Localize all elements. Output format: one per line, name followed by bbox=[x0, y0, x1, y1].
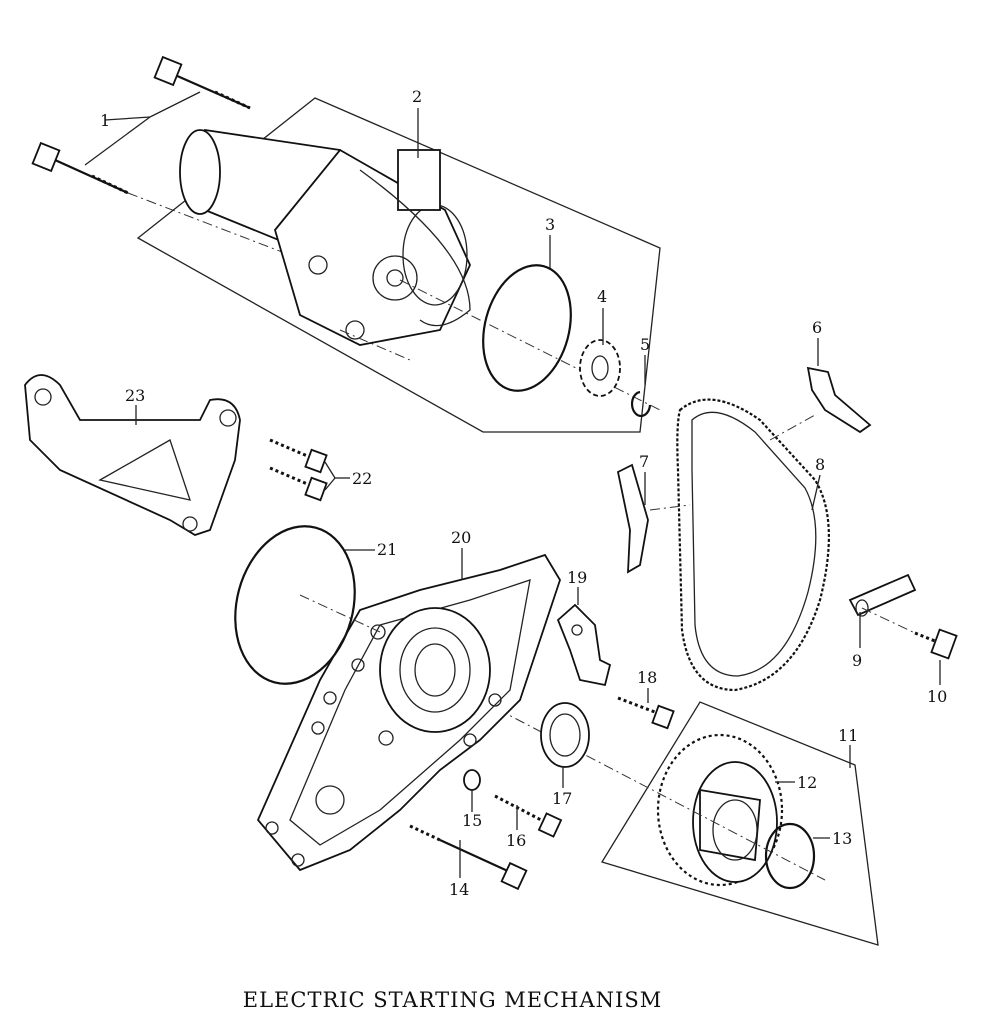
callout-15: 15 bbox=[462, 811, 482, 830]
callout-10: 10 bbox=[927, 687, 947, 706]
part-12-sprocket bbox=[656, 733, 784, 887]
part-14-bolt bbox=[409, 824, 528, 891]
part-3-o-ring bbox=[482, 264, 572, 392]
part-23-bracket bbox=[24, 374, 241, 536]
callout-22: 22 bbox=[352, 469, 372, 488]
callout-3: 3 bbox=[545, 215, 555, 234]
callout-23: 23 bbox=[125, 386, 145, 405]
part-5-circlip bbox=[630, 390, 652, 417]
part-6-chain-guide bbox=[806, 366, 872, 434]
diagram-title: ELECTRIC STARTING MECHANISM bbox=[242, 988, 663, 1012]
callout-5: 5 bbox=[640, 335, 650, 354]
part-9-washer bbox=[848, 573, 917, 617]
callout-18: 18 bbox=[637, 668, 657, 687]
callout-20: 20 bbox=[451, 528, 471, 547]
callout-1: 1 bbox=[100, 111, 110, 130]
callout-6: 6 bbox=[812, 318, 822, 337]
part-1-bolts bbox=[31, 55, 291, 256]
part-8-chain bbox=[676, 398, 830, 692]
part-2-starter-motor bbox=[179, 128, 661, 411]
part-16-bolt bbox=[494, 794, 563, 838]
part-18-bolt bbox=[617, 696, 675, 730]
leader-lines bbox=[135, 108, 941, 878]
callout-7: 7 bbox=[639, 452, 649, 471]
callout-21: 21 bbox=[377, 540, 397, 559]
part-19-bracket bbox=[556, 603, 612, 687]
part-21-gasket bbox=[234, 525, 356, 685]
part-20-cover bbox=[256, 553, 561, 872]
callout-16: 16 bbox=[506, 831, 526, 850]
part-13-washer bbox=[764, 822, 816, 890]
callout-2: 2 bbox=[412, 87, 422, 106]
callout-8: 8 bbox=[815, 455, 825, 474]
starter-motor-group-outline bbox=[136, 97, 661, 433]
part-15-washer bbox=[463, 769, 481, 791]
callout-numbers: 1 2 3 4 5 6 7 8 9 10 11 12 13 14 15 16 1… bbox=[100, 87, 947, 899]
sprocket-group-outline bbox=[601, 701, 879, 946]
callout-13: 13 bbox=[832, 829, 852, 848]
callout-19: 19 bbox=[567, 568, 587, 587]
callout-11: 11 bbox=[838, 726, 858, 745]
callout-4: 4 bbox=[597, 287, 607, 306]
callout-14: 14 bbox=[449, 880, 469, 899]
callout-17: 17 bbox=[552, 789, 572, 808]
part-4-pinion-gear bbox=[579, 339, 621, 397]
callout-12: 12 bbox=[797, 773, 817, 792]
part-17-oil-seal bbox=[540, 702, 590, 768]
part-7-chain-tensioner bbox=[616, 463, 649, 574]
callout-9: 9 bbox=[852, 651, 862, 670]
part-22-bolts bbox=[269, 438, 350, 502]
part-10-bolt bbox=[861, 607, 958, 660]
